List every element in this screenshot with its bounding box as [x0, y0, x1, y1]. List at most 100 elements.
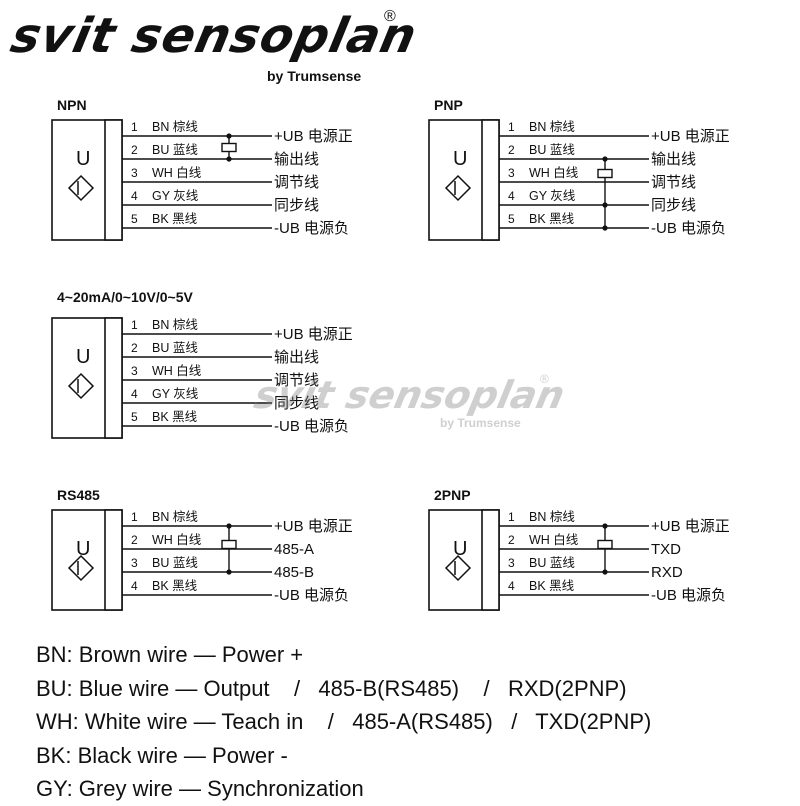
wire-function-label: -UB 电源负	[651, 587, 726, 604]
sensor-diamond-icon-rs485	[67, 554, 95, 582]
wire-number: 1	[131, 318, 138, 332]
wire-function-label: +UB 电源正	[274, 326, 353, 343]
wire-number: 3	[131, 166, 138, 180]
wire-number: 2	[131, 341, 138, 355]
wire-code: GY 灰线	[152, 387, 199, 401]
sensor-connector-pnp	[481, 119, 500, 241]
wire-code: BK 黑线	[152, 212, 198, 226]
pull-resistor-icon	[597, 539, 613, 550]
wire-code: WH 白线	[529, 165, 579, 180]
wire-rs485-4: 4 BK 黑线 -UB 电源负	[122, 579, 349, 604]
diagram-title-2pnp: 2PNP	[434, 487, 471, 503]
wire-function-label: 同步线	[651, 197, 696, 214]
diagram-title-pnp: PNP	[434, 97, 463, 113]
wire-number: 3	[131, 364, 138, 378]
wire-code: BN 棕线	[152, 119, 198, 134]
wire-function-label: +UB 电源正	[651, 128, 730, 145]
wire-code: BU 蓝线	[152, 556, 198, 570]
legend-line-bk: BK: Black wire — Power -	[36, 742, 288, 768]
wire-function-label: -UB 电源负	[274, 587, 349, 604]
wire-function-label: 调节线	[274, 372, 319, 389]
wire-code: BN 棕线	[529, 509, 575, 524]
wire-number: 4	[508, 189, 515, 203]
sensor-symbol-rs485: U	[76, 538, 90, 560]
junction-dot	[226, 133, 232, 139]
diagram-title-npn: NPN	[57, 97, 87, 113]
registered-mark: ®	[384, 8, 396, 25]
wire-code: BK 黑线	[152, 579, 198, 593]
wire-function-label: 调节线	[274, 174, 319, 191]
junction-dot	[602, 225, 608, 231]
legend-line-wh: WH: White wire — Teach in / 485-A(RS485)…	[36, 709, 652, 734]
junction-dot	[602, 156, 608, 162]
legend-line-bn: BN: Brown wire — Power +	[36, 642, 304, 667]
wire-function-label: 输出线	[651, 151, 696, 168]
wire-number: 1	[131, 510, 138, 524]
wire-function-label: +UB 电源正	[274, 128, 353, 145]
wire-code: WH 白线	[152, 363, 202, 378]
wire-number: 2	[131, 533, 138, 547]
junction-dot	[226, 156, 232, 162]
wire-code: GY 灰线	[152, 189, 199, 203]
wire-code: WH 白线	[152, 532, 202, 547]
wire-number: 4	[131, 579, 138, 593]
junction-dot	[226, 523, 232, 529]
wire-color-legend: BN: Brown wire — Power + BU: Blue wire —…	[36, 638, 796, 806]
brand-logo: svit sensoplan ® by Trumsense	[6, 6, 422, 84]
wire-analog-1: 1 BN 棕线 +UB 电源正	[122, 317, 353, 343]
sensor-symbol-analog: U	[76, 346, 90, 368]
wire-code: BN 棕线	[529, 119, 575, 134]
sensor-connector-analog	[104, 317, 123, 439]
wire-code: BN 棕线	[152, 509, 198, 524]
sensor-connector-rs485	[104, 509, 123, 611]
wire-code: BK 黑线	[152, 410, 198, 424]
pull-resistor-icon	[221, 539, 237, 550]
wire-code: WH 白线	[152, 165, 202, 180]
wire-number: 5	[508, 212, 515, 226]
junction-dot	[602, 202, 608, 208]
wire-number: 4	[131, 387, 138, 401]
wire-function-label: TXD	[651, 541, 681, 558]
wire-number: 3	[131, 556, 138, 570]
wire-rs485-2: 2 WH 白线 485-A	[122, 532, 314, 558]
wire-function-label: 输出线	[274, 151, 319, 168]
wire-code: BU 蓝线	[529, 556, 575, 570]
sensor-connector-2pnp	[481, 509, 500, 611]
wire-function-label: -UB 电源负	[651, 220, 726, 237]
wire-function-label: 485-A	[274, 541, 314, 558]
sensor-diamond-icon-pnp	[444, 174, 472, 202]
wire-code: GY 灰线	[529, 189, 576, 203]
junction-dot	[602, 569, 608, 575]
wire-number: 1	[508, 120, 515, 134]
wire-number: 1	[508, 510, 515, 524]
wire-function-label: +UB 电源正	[274, 518, 353, 535]
wire-function-label: 同步线	[274, 395, 319, 412]
wire-code: BK 黑线	[529, 579, 575, 593]
sensor-connector-npn	[104, 119, 123, 241]
sensor-diamond-icon-npn	[67, 174, 95, 202]
wire-number: 2	[508, 533, 515, 547]
sensor-diamond-icon-analog	[67, 372, 95, 400]
wire-code: BN 棕线	[152, 317, 198, 332]
sensor-diamond-icon-2pnp	[444, 554, 472, 582]
wire-number: 2	[508, 143, 515, 157]
wire-number: 2	[131, 143, 138, 157]
wire-function-label: 输出线	[274, 349, 319, 366]
wire-function-label: -UB 电源负	[274, 220, 349, 237]
